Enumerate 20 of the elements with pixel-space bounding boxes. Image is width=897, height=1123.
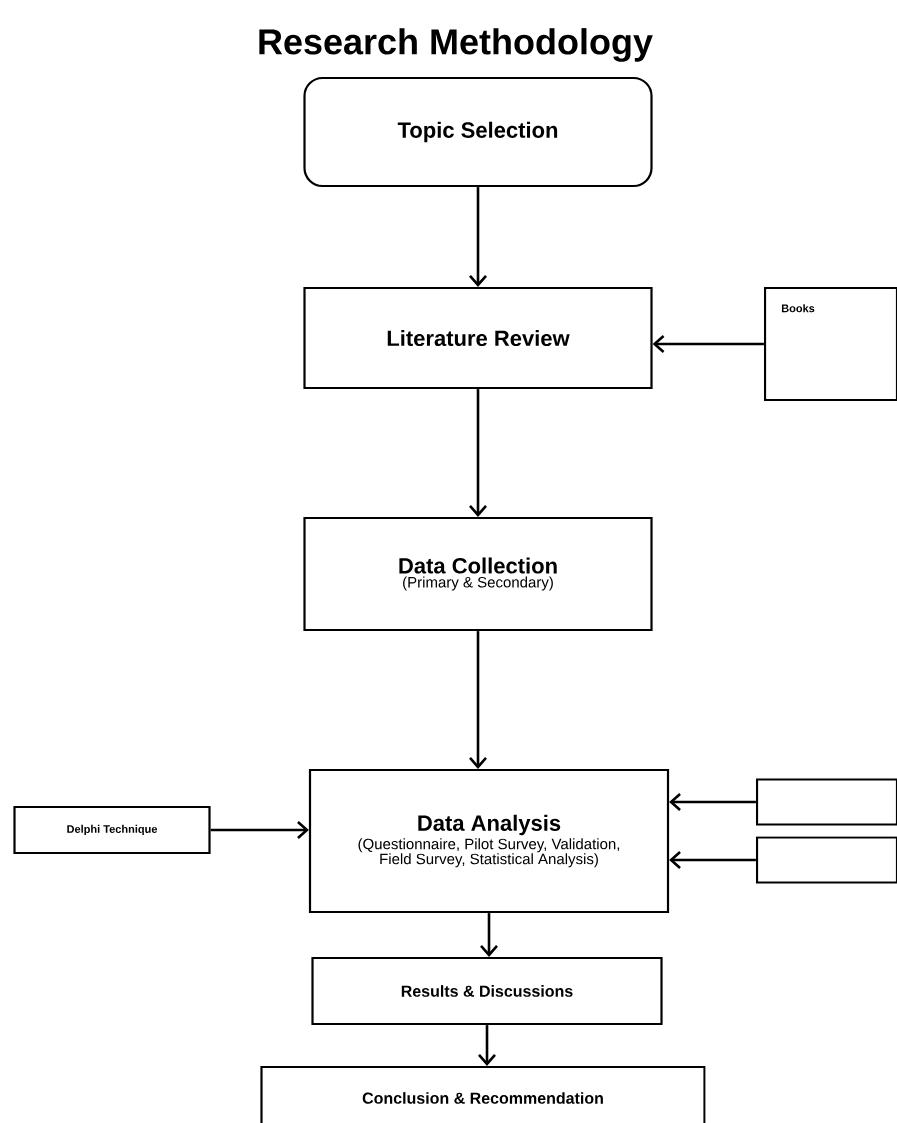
process-box: Delphi Technique [13,805,211,855]
rounded-box: Topic Selection [303,76,653,188]
arrow [480,913,498,957]
arrow [469,631,487,769]
arrow [469,389,487,517]
process-box [755,778,897,826]
arrow [478,1025,496,1066]
process-box: Data Analysis (Questionnaire, Pilot Survey, Validation, Field Survey, Statistical Analysis) [308,768,670,914]
arrow [210,821,309,839]
arrow [469,187,487,287]
process-box [755,836,897,884]
process-box: Literature Review [303,286,653,390]
arrow [652,335,764,353]
arrow [669,851,756,869]
arrow [669,793,756,811]
title: Research Methodology [259,28,653,62]
process-box: Results & Discussions [311,956,663,1026]
process-box: Conclusion & Recommendation [260,1065,706,1123]
process-box: Data Collection (Primary & Secondary) [303,516,653,632]
source-box: Books [763,286,897,402]
